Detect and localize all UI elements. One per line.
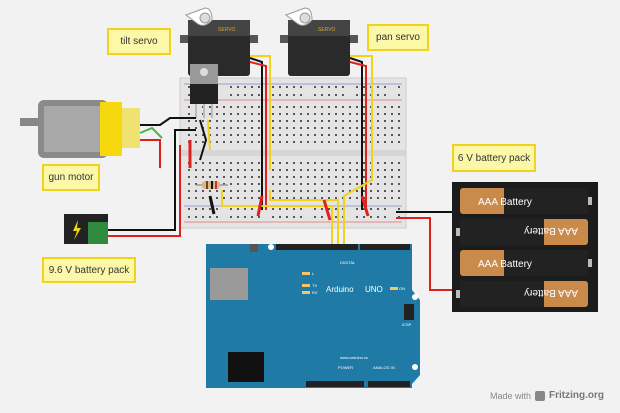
- aaa-battery: AAA Battery: [460, 250, 592, 276]
- label-gun-motor: gun motor: [42, 164, 100, 191]
- tx-label: TX: [312, 283, 317, 288]
- arduino-uno[interactable]: L TX RX Arduino UNO ON DIGITAL ICSP www.…: [206, 244, 420, 388]
- servo-brand: SERVO: [318, 27, 336, 33]
- aaa-battery-label: AAA Battery: [524, 287, 578, 298]
- servo-brand: SERVO: [218, 27, 236, 33]
- voltage-regulator[interactable]: [190, 64, 218, 118]
- made-with-text: Made with: [490, 390, 532, 401]
- aaa-battery-label: AAA Battery: [478, 197, 532, 208]
- digital-label: DIGITAL: [340, 260, 356, 265]
- arduino-model: UNO: [365, 285, 383, 294]
- resistor[interactable]: [196, 181, 228, 189]
- power-label: POWER: [338, 365, 353, 370]
- analog-label: ANALOG IN: [373, 365, 395, 370]
- fritzing-logo-icon: [535, 390, 546, 401]
- aaa-battery: AAA Battery: [456, 219, 588, 245]
- aaa-battery-label: AAA Battery: [524, 225, 578, 236]
- label-battery-6v: 6 V battery pack: [452, 144, 536, 172]
- tilt-servo[interactable]: SERVO: [180, 7, 258, 76]
- fritzing-brand: Fritzing.org: [549, 390, 605, 401]
- aaa-battery: AAA Battery: [460, 188, 592, 214]
- wires: [108, 55, 470, 291]
- arduino-url: www.arduino.cc: [340, 355, 368, 360]
- battery-pack-9-6v[interactable]: [64, 214, 108, 244]
- pan-servo[interactable]: SERVO: [280, 7, 358, 76]
- aaa-battery: AAA Battery: [456, 281, 588, 307]
- reset-button[interactable]: [250, 244, 258, 252]
- rx-label: RX: [312, 290, 318, 295]
- usb-port: [210, 268, 248, 300]
- aaa-battery-label: AAA Battery: [478, 259, 532, 270]
- label-tilt-servo: tilt servo: [107, 28, 171, 55]
- label-battery-9-6v: 9.6 V battery pack: [42, 257, 136, 283]
- led-l-label: L: [312, 271, 315, 276]
- fritzing-footer: Made with Fritzing.org: [490, 390, 604, 401]
- power-jack: [228, 352, 264, 382]
- arduino-name: Arduino: [326, 285, 354, 294]
- label-pan-servo: pan servo: [367, 24, 429, 51]
- on-label: ON: [399, 286, 405, 291]
- icsp-label: ICSP: [402, 322, 412, 327]
- gun-motor[interactable]: [20, 100, 140, 158]
